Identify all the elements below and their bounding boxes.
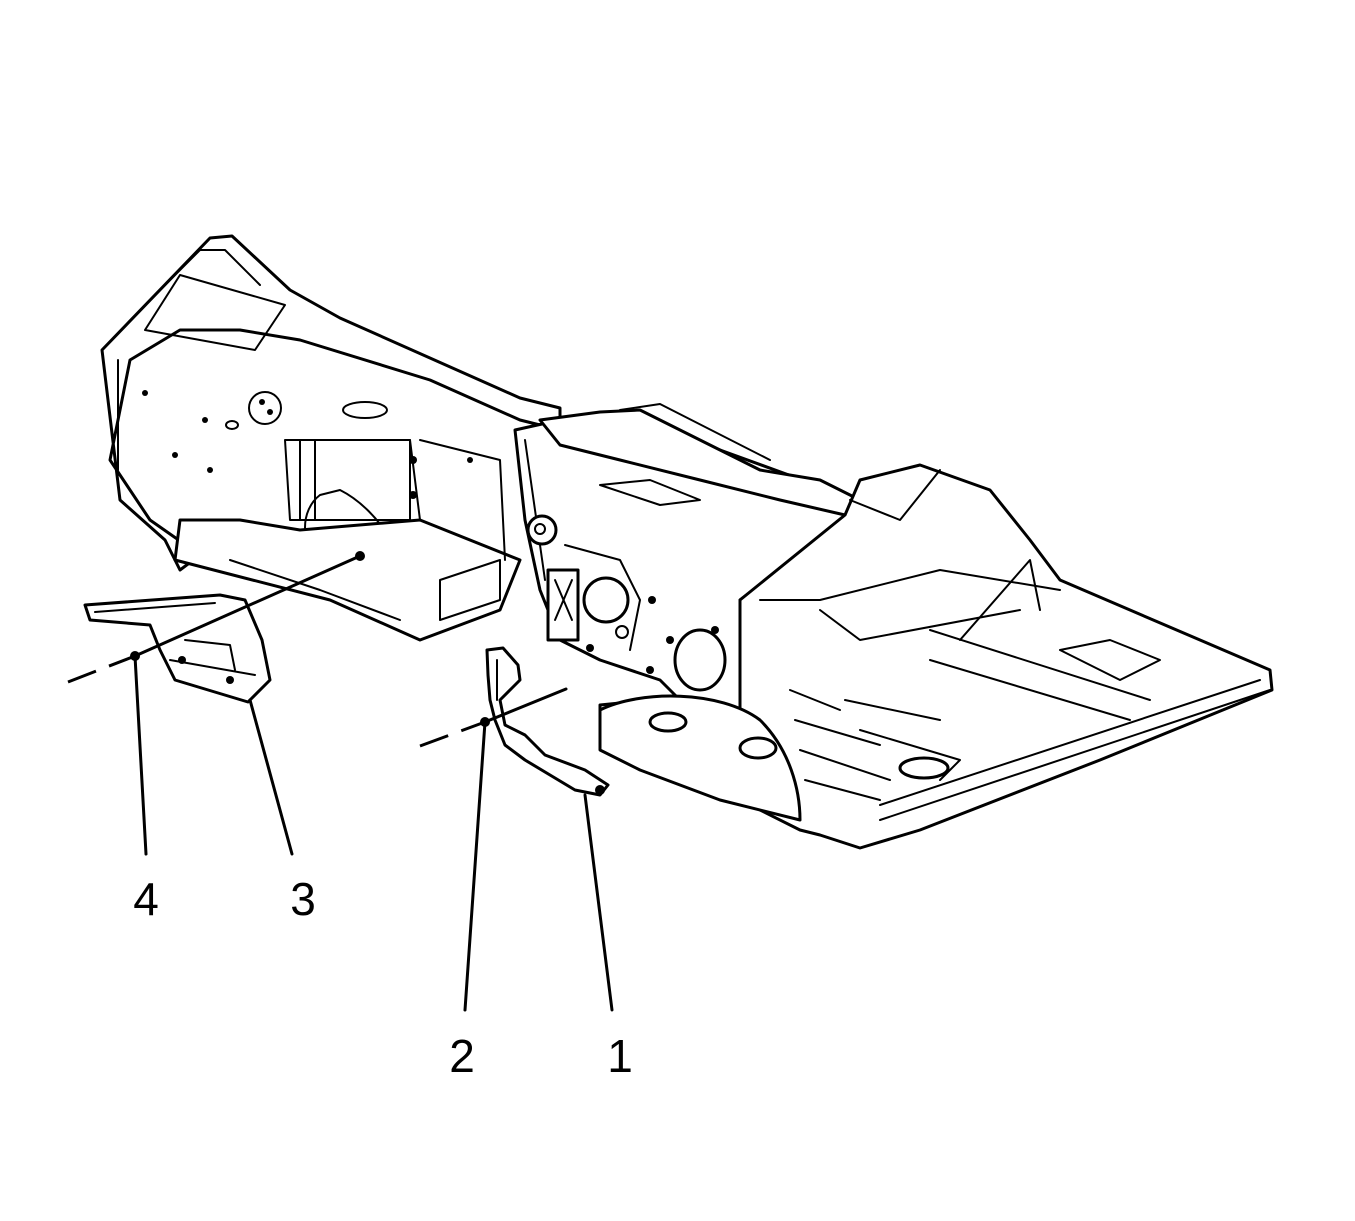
leader-4 [133,654,148,856]
callout-labels: 4 3 2 1 [133,873,633,1082]
callout-1: 1 [607,1030,633,1082]
left-fastener-line [67,654,136,684]
callout-2: 2 [449,1030,475,1082]
right-reinforcement-bracket [485,646,610,797]
body-structure [100,234,1274,850]
left-fastener-point [355,551,365,561]
leader-3 [248,698,294,856]
leader-2 [463,720,487,1012]
right-fastener-line [419,720,486,748]
callout-3: 3 [290,873,316,925]
leader-1 [583,793,614,1012]
callout-leaders [130,651,614,1012]
left-reinforcement-bracket [83,593,272,704]
callout-4: 4 [133,873,159,925]
fastener-lines [67,551,568,748]
